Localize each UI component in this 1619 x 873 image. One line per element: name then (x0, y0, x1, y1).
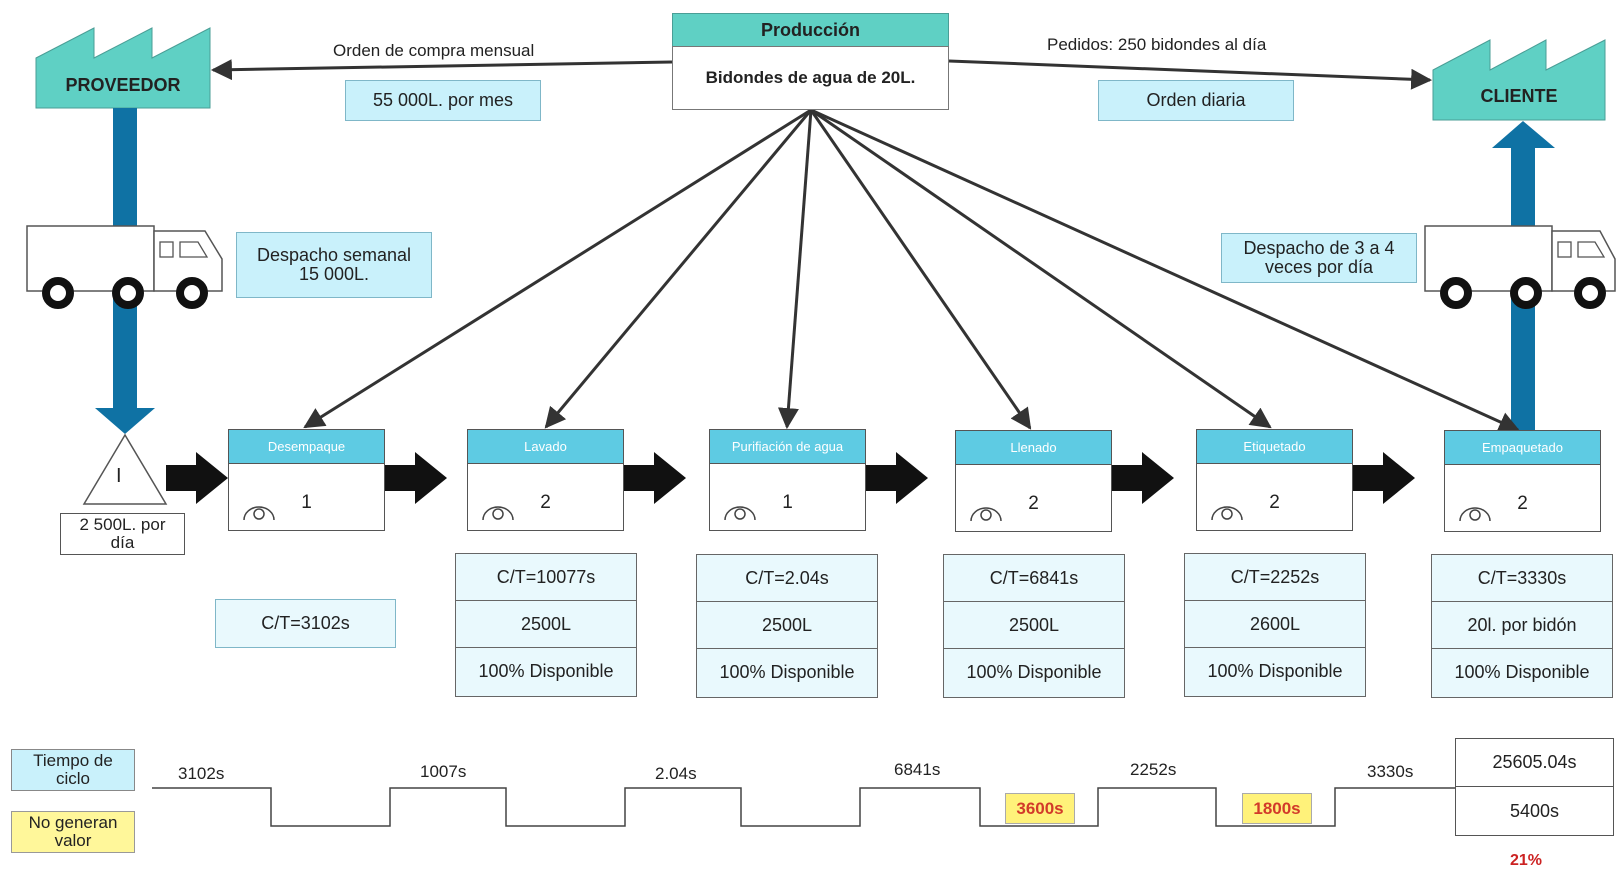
cycle-time-5: 2252s (1130, 760, 1177, 779)
timeline-line (152, 787, 1455, 827)
total-nonvalue-time: 5400s (1509, 800, 1560, 821)
data-cycle-time: C/T=2.04s (697, 555, 877, 602)
data-volume: 2600L (1185, 601, 1365, 648)
process-name: Etiquetado (1196, 429, 1353, 464)
process-box-etiquetado: Etiquetado 2 (1196, 429, 1353, 531)
client-factory-icon (1432, 39, 1606, 121)
operator-icon (1459, 507, 1491, 522)
operator-count: 2 (1517, 493, 1528, 514)
push-arrow-icon (866, 452, 928, 504)
order-left-text: Orden de compra mensual (333, 41, 535, 60)
production-subtitle: Bidondes de agua de 20L. (672, 46, 949, 110)
supplier-factory-icon (35, 27, 211, 109)
data-availability: 100% Disponible (1207, 661, 1343, 681)
operator-icon (243, 506, 275, 521)
data-availability: 100% Disponible (478, 661, 614, 681)
order-right-box: Orden diaria (1098, 80, 1294, 121)
data-cycle-time: C/T=3330s (1432, 555, 1612, 602)
inventory-label: 2 500L. por día (60, 513, 185, 555)
supplier-truck-icon (26, 225, 223, 309)
process-name: Lavado (467, 429, 624, 464)
data-box-desempaque: C/T=3102s (215, 599, 396, 648)
data-cycle-time: C/T=6841s (944, 555, 1124, 602)
shipping-in-box: Despacho semanal 15 000L. (236, 232, 432, 298)
data-availability: 100% Disponible (719, 662, 855, 682)
process-box-lavado: Lavado 2 (467, 429, 624, 531)
order-left-box: 55 000L. por mes (345, 80, 541, 121)
data-availability: 100% Disponible (966, 662, 1102, 682)
process-box-empaquetado: Empaquetado 2 (1444, 430, 1601, 532)
operator-icon (482, 506, 514, 521)
operator-count: 2 (540, 492, 551, 513)
cycle-time-6: 3330s (1367, 762, 1414, 781)
operator-icon (724, 506, 756, 521)
production-control-box: Producción Bidondes de agua de 20L. (672, 13, 949, 110)
data-cycle-time: C/T=2252s (1185, 554, 1365, 601)
data-volume: 20l. por bidón (1432, 602, 1612, 649)
push-arrow-icon (624, 452, 686, 504)
data-volume: 2500L (944, 602, 1124, 649)
information-flow-lines (210, 59, 1520, 432)
supplier-label: PROVEEDOR (65, 75, 181, 95)
cycle-time-3: 2.04s (655, 764, 697, 783)
timeline-totals-box: 25605.04s 5400s (1455, 738, 1614, 836)
push-arrow-icon (166, 452, 228, 504)
data-table-lavado: C/T=10077s 2500L 100% Disponible (455, 553, 637, 697)
client-label: CLIENTE (1480, 86, 1558, 106)
push-arrow-icon (1112, 452, 1174, 504)
cycle-time-1: 3102s (178, 764, 225, 783)
timeline-cycle-label: Tiempo de ciclo (11, 749, 135, 791)
data-table-etiquetado: C/T=2252s 2600L 100% Disponible (1184, 553, 1366, 697)
nonvalue-time-2: 1800s (1242, 793, 1312, 824)
operator-icon (1211, 506, 1243, 521)
inventory-triangle-icon (82, 433, 168, 505)
data-table-empaquetado: C/T=3330s 20l. por bidón 100% Disponible (1431, 554, 1613, 698)
inventory-symbol: I (116, 465, 122, 487)
cycle-time-4: 6841s (894, 760, 941, 779)
process-name: Llenado (955, 430, 1112, 465)
operator-count: 2 (1028, 493, 1039, 514)
data-cycle-time: C/T=10077s (456, 554, 636, 601)
total-cycle-time: 25605.04s (1456, 739, 1613, 787)
data-table-llenado: C/T=6841s 2500L 100% Disponible (943, 554, 1125, 698)
production-title: Producción (672, 13, 949, 47)
operator-count: 1 (782, 492, 793, 513)
cycle-time-2: 1007s (420, 762, 467, 781)
process-box-purificacion: Purifiación de agua 1 (709, 429, 866, 531)
process-box-llenado: Llenado 2 (955, 430, 1112, 532)
operator-count: 1 (301, 492, 312, 513)
data-volume: 2500L (697, 602, 877, 649)
order-right-text: Pedidos: 250 bidondes al día (1047, 35, 1267, 54)
data-volume: 2500L (456, 601, 636, 648)
push-arrow-icon (1353, 452, 1415, 504)
nonvalue-time-1: 3600s (1005, 793, 1075, 824)
client-truck-icon (1424, 225, 1616, 309)
process-name: Empaquetado (1444, 430, 1601, 465)
shipping-out-box: Despacho de 3 a 4 veces por día (1221, 233, 1417, 283)
push-arrow-icon (385, 452, 447, 504)
process-name: Desempaque (228, 429, 385, 464)
timeline-nonvalue-label: No generan valor (11, 811, 135, 853)
ratio-label: 21% (1510, 852, 1543, 869)
process-name: Purifiación de agua (709, 429, 866, 464)
process-box-desempaque: Desempaque 1 (228, 429, 385, 531)
data-availability: 100% Disponible (1454, 662, 1590, 682)
operator-count: 2 (1269, 492, 1280, 513)
data-table-purificacion: C/T=2.04s 2500L 100% Disponible (696, 554, 878, 698)
operator-icon (970, 507, 1002, 522)
